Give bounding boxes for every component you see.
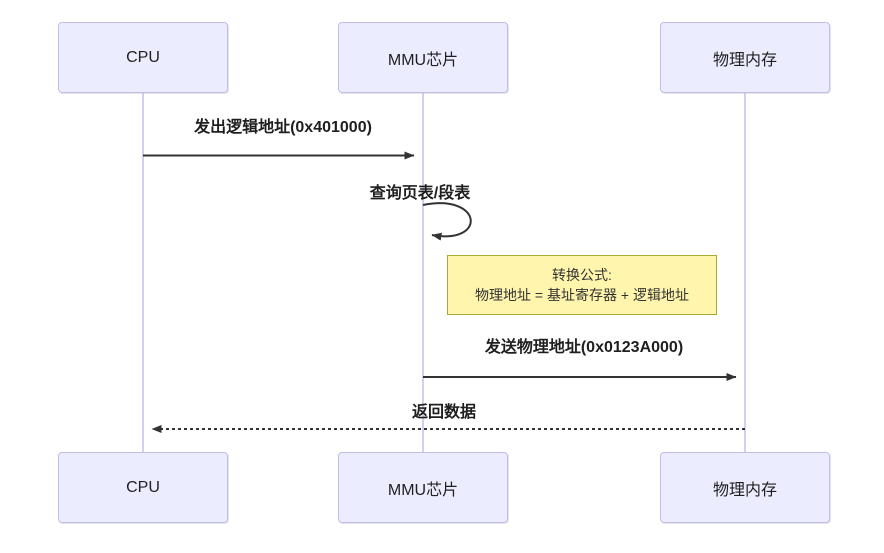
actor-box-mmu-top: MMU芯片 xyxy=(338,22,508,93)
message-label-physical-address: 发送物理地址(0x0123A000) xyxy=(484,339,684,356)
actor-label-memory-bottom: 物理内存 xyxy=(712,481,777,499)
message-label-self-loop: 查询页表/段表 xyxy=(369,185,471,202)
note-conversion-formula: 转换公式: 物理地址 = 基址寄存器 + 逻辑地址 xyxy=(447,255,717,315)
message-label-return-data: 返回数据 xyxy=(411,404,477,421)
actor-label-cpu-bottom: CPU xyxy=(126,478,160,496)
actor-box-mmu-bottom: MMU芯片 xyxy=(338,452,508,523)
actor-box-memory-top: 物理内存 xyxy=(660,22,830,93)
actor-label-mmu-bottom: MMU芯片 xyxy=(387,481,459,499)
actor-box-memory-bottom: 物理内存 xyxy=(660,452,830,523)
note-line-1: 转换公式: xyxy=(552,267,612,283)
message-label-logical-address: 发出逻辑地址(0x401000) xyxy=(194,119,372,136)
actor-box-cpu-top: CPU xyxy=(58,22,228,93)
note-line-2: 物理地址 = 基址寄存器 + 逻辑地址 xyxy=(475,287,689,303)
message-arrow-self-loop xyxy=(422,202,472,241)
actor-label-memory-top: 物理内存 xyxy=(712,51,777,69)
actor-label-mmu-top: MMU芯片 xyxy=(387,51,459,69)
actor-label-cpu-top: CPU xyxy=(126,48,160,66)
actor-box-cpu-bottom: CPU xyxy=(58,452,228,523)
